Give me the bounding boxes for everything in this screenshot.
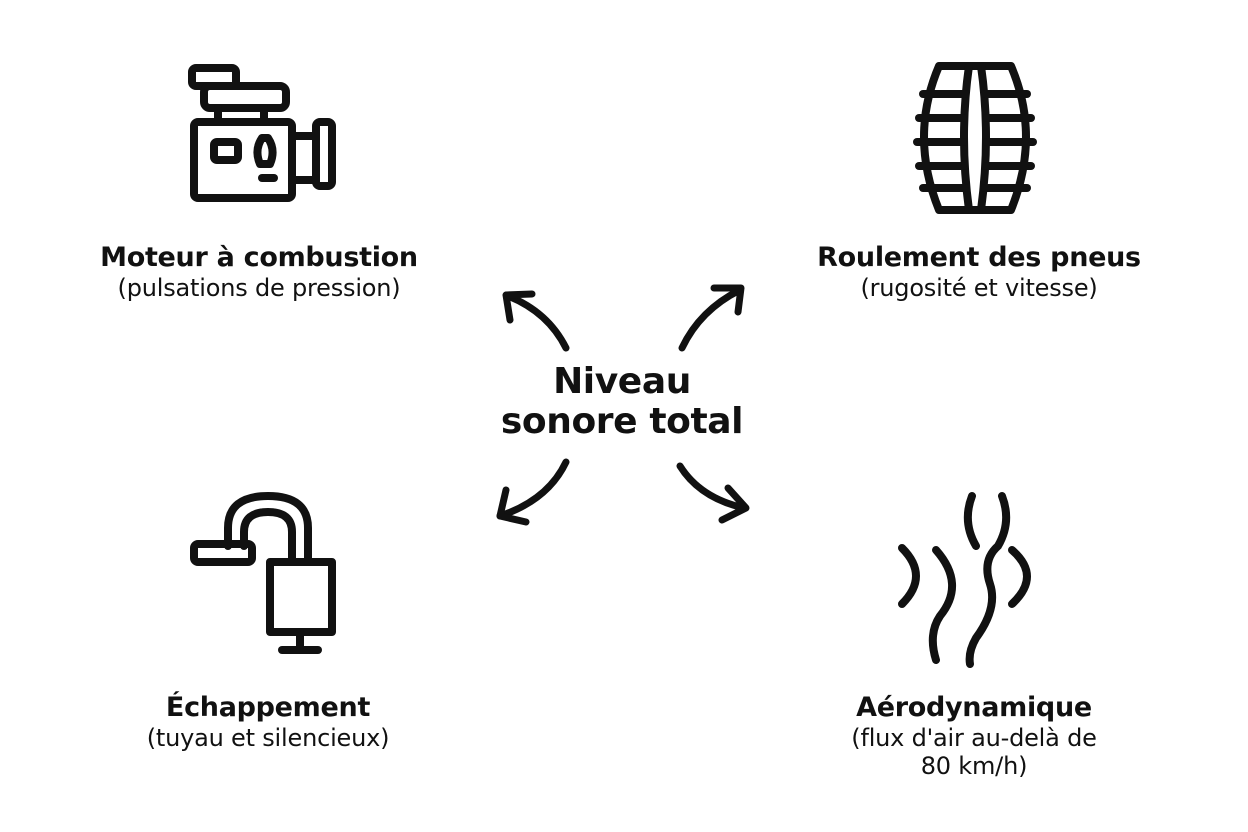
- tires-description: (rugosité et vitesse): [860, 273, 1098, 302]
- exhaust-description: (tuyau et silencieux): [146, 723, 390, 752]
- aero-description-line1: (flux d'air au-delà de: [851, 723, 1097, 752]
- tires-title: Roulement des pneus: [817, 242, 1141, 273]
- arrow-to-aero: [676, 462, 750, 524]
- tire-icon: [905, 58, 1045, 218]
- center-title-line1: Niveau: [553, 361, 691, 402]
- airflow-icon: [890, 488, 1050, 668]
- engine-description: (pulsations de pression): [117, 273, 401, 302]
- exhaust-label: Échappement (tuyau et silencieux): [68, 692, 468, 752]
- aero-description-line2: 80 km/h): [920, 752, 1028, 781]
- engine-label: Moteur à combustion (pulsations de press…: [60, 242, 458, 302]
- tires-label: Roulement des pneus (rugosité et vitesse…: [780, 242, 1178, 302]
- engine-title: Moteur à combustion: [100, 242, 418, 273]
- center-title-line2: sonore total: [500, 400, 744, 442]
- exhaust-icon: [188, 488, 348, 663]
- arrow-to-exhaust: [496, 458, 570, 526]
- arrow-to-tires: [678, 284, 745, 352]
- exhaust-title: Échappement: [165, 692, 371, 723]
- engine-icon: [180, 60, 345, 210]
- arrow-to-engine: [502, 290, 570, 352]
- aero-title: Aérodynamique: [856, 692, 1092, 723]
- center-title: Niveau sonore total: [472, 362, 772, 441]
- aero-label: Aérodynamique (flux d'air au-delà de 80 …: [775, 692, 1173, 780]
